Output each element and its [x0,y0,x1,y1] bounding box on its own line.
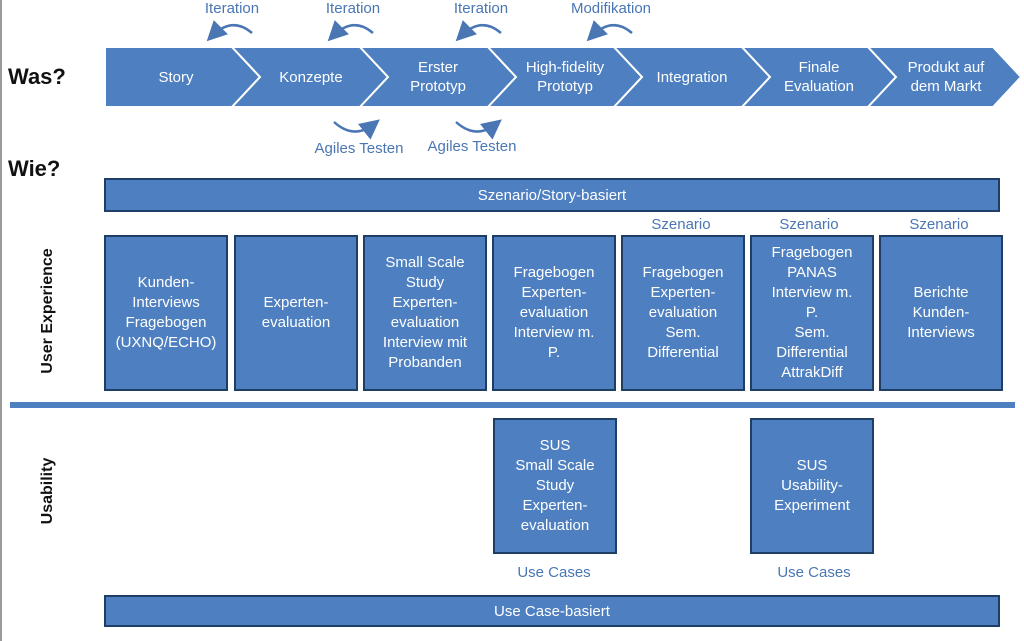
iteration-arrow-2 [327,20,374,42]
phase-label-produkt: Produkt auf dem Markt [907,59,985,95]
usability-box-high-fidelity: SUS Small Scale Study Experten- evaluati… [493,418,617,554]
left-edge-line [0,0,2,641]
use-cases-label-2: Use Cases [777,564,851,581]
user-experience-label: User Experience [39,248,56,374]
ux-box-erster-prototyp: Small Scale Study Experten- evaluation I… [363,235,487,391]
ux-box-integration-text: Fragebogen Experten- evaluation Sem. Dif… [642,264,724,361]
ux-box-produkt: Berichte Kunden- Interviews [879,235,1003,391]
usability-box-finale-evaluation-text: SUS Usability- Experiment [774,457,850,514]
ux-box-finale-evaluation: Fragebogen PANAS Interview m. P. Sem. Di… [750,235,874,391]
usability-box-finale-evaluation: SUS Usability- Experiment [750,418,874,554]
iteration-arrow-3 [455,20,502,42]
iteration-arrow-1 [206,20,253,42]
usability-box-high-fidelity-text: SUS Small Scale Study Experten- evaluati… [515,437,595,534]
phase-label-erster-prototyp: Erster Prototyp [410,59,466,95]
ux-box-high-fidelity: Fragebogen Experten- evaluation Intervie… [492,235,616,391]
band-use-case-text: Use Case-basiert [494,602,610,620]
iteration-label-2: Iteration [325,0,381,17]
ux-box-produkt-text: Berichte Kunden- Interviews [907,284,975,341]
iteration-label-3: Iteration [453,0,509,17]
ux-box-story: Kunden- Interviews Fragebogen (UXNQ/ECHO… [104,235,228,391]
section-divider [10,402,1015,408]
ux-box-konzepte-text: Experten- evaluation [261,294,331,331]
szenario-label-3: Szenario [909,216,969,233]
usability-label: Usability [39,457,56,525]
modifikation-label: Modifikation [570,0,652,17]
ux-box-konzepte: Experten- evaluation [234,235,358,391]
iteration-label-1: Iteration [204,0,260,17]
agiles-testen-arrow-1 [333,119,380,140]
ux-box-story-text: Kunden- Interviews Fragebogen (UXNQ/ECHO… [115,274,217,351]
phase-label-high-fidelity: High-fidelity Prototyp [525,59,605,95]
band-szenario-story: Szenario/Story-basiert [104,178,1000,212]
phase-label-story: Story [158,68,194,86]
agiles-testen-label-1: Agiles Testen [314,140,404,157]
band-use-case: Use Case-basiert [104,595,1000,627]
was-label: Was? [8,64,66,89]
agiles-testen-label-2: Agiles Testen [427,138,517,155]
ux-box-erster-prototyp-text: Small Scale Study Experten- evaluation I… [382,254,468,371]
ux-box-finale-evaluation-text: Fragebogen PANAS Interview m. P. Sem. Di… [771,244,853,381]
szenario-label-2: Szenario [779,216,839,233]
phase-label-integration: Integration [656,68,728,86]
szenario-label-1: Szenario [651,216,711,233]
phase-label-konzepte: Konzepte [279,68,343,86]
ux-box-high-fidelity-text: Fragebogen Experten- evaluation Intervie… [513,264,595,361]
wie-label: Wie? [8,156,61,181]
modifikation-arrow [586,20,633,42]
agiles-testen-arrow-2 [455,119,502,140]
ux-box-integration: Fragebogen Experten- evaluation Sem. Dif… [621,235,745,391]
phase-label-finale-evaluation: Finale Evaluation [783,59,855,95]
use-cases-label-1: Use Cases [517,564,591,581]
band-szenario-story-text: Szenario/Story-basiert [477,186,627,204]
